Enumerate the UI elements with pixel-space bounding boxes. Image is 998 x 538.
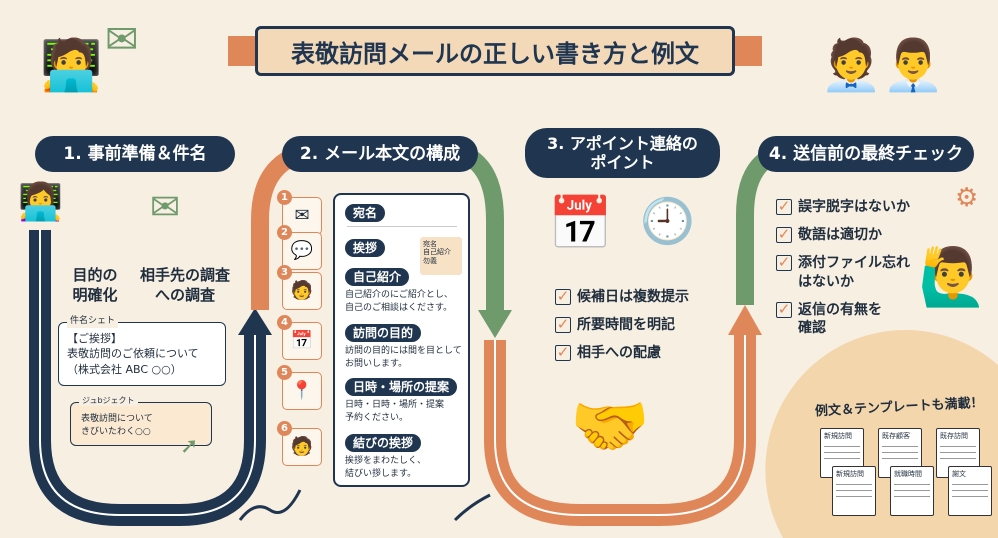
step-3: 自己紹介自己紹介のにご紹介とし、 自己のご相談はくださす。 [345,266,465,315]
section-3-checklist: ✓候補日は複数提示 ✓所要時間を明記 ✓相手への配慮 [555,288,689,363]
item-purpose: 目的の 明確化 [72,266,118,305]
business-people-icon: 🧑‍💼👨‍💼 [820,36,945,94]
thumbs-up-person-icon: 🙋‍♂️ [918,245,988,310]
clock-icon: 🕘 [640,196,695,247]
check-item: ✓誤字脱字はないか [776,197,910,215]
handshake-icon: 🤝 [570,390,650,464]
section-4-checklist: ✓誤字脱字はないか ✓敬語は適切か ✓添付ファイル忘れ はないか ✓返信の有無を… [776,198,910,337]
template-docs: 新規訪問 既存顧客 既存訪問 新規訪問 就職時間 謝文 [820,428,994,516]
step-label: 訪問の目的 [345,324,422,343]
step-label: 挨拶 [345,239,386,258]
check-item: ✓添付ファイル忘れ はないか [776,253,910,290]
subject-sheet-label: 件名シェト [67,315,119,328]
template-doc[interactable]: 謝文 [948,466,992,516]
step-desc: 訪問の目的には間を目として お問いします。 [345,346,462,369]
step-label: 自己紹介 [345,268,410,287]
checkbox-icon: ✓ [555,315,571,334]
subject-input[interactable]: ジュbジェクト 表敬訪問について きびいたわく○○ [70,395,212,446]
step-6-person-icon: 6🧑 [277,421,322,466]
step-5-pin-icon: 5📍 [277,365,322,410]
envelope-magnifier-icon: ✉ [150,187,181,228]
step-2: 挨拶 [345,237,386,258]
gear-icon: ⚙ [955,183,979,213]
step-5: 日時・場所の提案日時・日時・場所・提案 予約ください。 [345,376,465,425]
checkbox-icon: ✓ [776,225,792,244]
template-doc[interactable]: 就職時間 [890,466,934,516]
subject-line: 【ご挨拶】 [67,332,122,345]
person-laptop-icon: 🧑‍💻 [40,36,103,94]
template-doc[interactable]: 新規訪問 [832,466,876,516]
item-research: 相手先の調査 への調査 [139,266,230,305]
checkbox-icon: ✓ [555,343,571,362]
subject-line: （株式会社 ABC ○○） [67,362,182,376]
section-4-heading: 4. 送信前の最終チェック [758,136,974,172]
check-item: ✓敬語は適切か [776,225,882,244]
step-6: 結びの挨拶挨拶をまわたしく、 結びい拶します。 [345,432,465,481]
step-desc: 挨拶をまわたしく、 結びい拶します。 [345,456,427,479]
section-2-heading: 2. メール本文の構成 [282,136,478,172]
step-label: 宛名 [345,204,386,223]
step-desc: 日時・日時・場所・提案 予約ください。 [345,400,445,423]
step-2-chat-icon: 2💬 [277,225,322,270]
subject-input-line: 表敬訪問について [81,414,153,424]
step-desc: 自己紹介のにご紹介とし、 自己のご相談はくださす。 [345,290,453,313]
subject-input-line: きびいたわく○○ [81,426,151,437]
check-item: ✓候補日は複数提示 [555,287,689,305]
section-1-heading: 1. 事前準備＆件名 [35,136,235,172]
step-1: 宛名 [345,202,386,223]
step-4: 訪問の目的訪問の目的には間を目として お問いします。 [345,322,465,371]
divider [347,226,457,227]
checkbox-icon: ✓ [555,287,571,305]
check-item: ✓返信の有無を 確認 [776,299,882,336]
woman-laptop-icon: 👩‍💻 [18,182,63,223]
check-item: ✓相手への配慮 [555,343,661,362]
envelope-search-icon: ✉ [105,17,139,63]
step-4-calendar-icon: 4📅 [277,315,322,360]
page-title: 表敬訪問メールの正しい書き方と例文 [255,26,735,76]
check-item: ✓所要時間を明記 [555,315,675,334]
checkbox-icon: ✓ [776,299,792,318]
step-3-person-icon: 3🧑 [277,265,322,310]
note-bubble: 宛名 自己紹介 勿義 [420,237,462,275]
step-label: 日時・場所の提案 [345,378,458,397]
step-label: 結びの挨拶 [345,434,422,453]
cursor-icon: ➚ [180,434,199,459]
subject-sheet: 件名シェト 【ご挨拶】 表敬訪問のご依頼について （株式会社 ABC ○○） [58,315,226,386]
checkbox-icon: ✓ [776,197,792,215]
section-3-heading: 3. アポイント連絡の ポイント [525,128,720,178]
calendar-check-icon: 📅 [548,194,613,254]
checkbox-icon: ✓ [776,253,792,272]
subject-line: 表敬訪問のご依頼について [67,347,199,361]
subject-input-label: ジュbジェクト [79,395,138,407]
